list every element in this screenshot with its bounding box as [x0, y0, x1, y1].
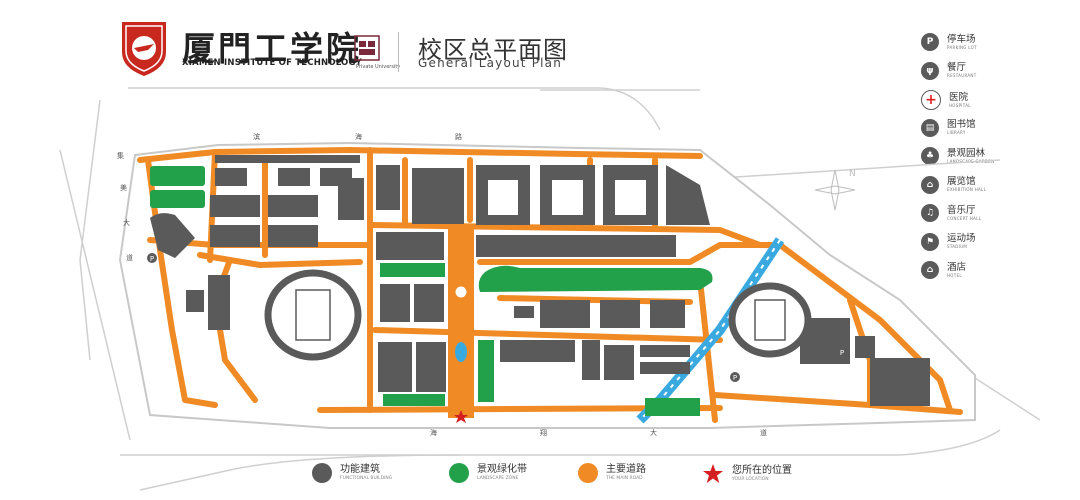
- axis-fountain-2: [455, 342, 467, 362]
- key-label-en: YOUR LOCATION: [732, 477, 769, 482]
- legend-label-cn: 展览馆: [947, 176, 976, 187]
- legend-label-cn: 音乐厅: [947, 204, 976, 216]
- central-axis-road: [448, 228, 474, 418]
- legend-label-cn: 医院: [949, 91, 969, 103]
- svg-text:P: P: [840, 349, 844, 357]
- street-south-2: 翔: [540, 428, 547, 437]
- hospital-icon: +: [921, 90, 941, 110]
- legend-label-cn: 景观园林: [947, 147, 986, 159]
- star-icon: [703, 464, 723, 483]
- legend-label-en: PARKING LOT: [947, 44, 977, 50]
- school-name-en: XIAMEN INSTITUTE OF TECHNOLOGY: [182, 58, 362, 68]
- legend-label-cn: 停车场: [947, 33, 976, 45]
- stadium-icon: ⚑: [921, 232, 939, 251]
- street-south-1: 海: [430, 428, 437, 437]
- legend-label-cn: 酒店: [947, 261, 967, 273]
- legend-label-en: EXHIBITION HALL: [947, 187, 987, 192]
- legend-label-en: HOTEL: [947, 272, 962, 278]
- axis-fountain-1: [454, 285, 468, 299]
- library-icon: ▤: [921, 118, 939, 137]
- stadium-2: [728, 282, 812, 358]
- legend-label-en: LIBRARY: [947, 130, 966, 135]
- hotel-icon: ⌂: [921, 261, 939, 279]
- concert-hall-icon: ♫: [921, 204, 939, 222]
- street-north-2: 海: [355, 132, 362, 141]
- legend-label-en: STADIUM: [947, 244, 968, 249]
- exhibition-hall-icon: ⌂: [921, 175, 939, 194]
- map-title-cn: 校区总平面图: [418, 36, 568, 64]
- title-divider: [398, 32, 399, 72]
- parking-markers: P P P: [147, 253, 847, 382]
- key-label-en: THE MAIN ROAD: [606, 476, 643, 481]
- key-label-cn: 您所在的位置: [732, 465, 792, 476]
- legend-label-en: CONCERT HALL: [947, 215, 982, 221]
- street-west-3: 大: [123, 218, 130, 227]
- legend-label-cn: 图书馆: [947, 119, 976, 130]
- swatch-circle-icon: [578, 463, 598, 483]
- map-title-en: General Layout Plan: [418, 56, 563, 70]
- street-labels: 滨 海 路 海 翔 大 道 集 美 大 道: [117, 132, 767, 437]
- your-location-star: [454, 410, 468, 423]
- street-west-4: 道: [126, 253, 133, 262]
- stadium-1: [264, 269, 362, 361]
- street-west-1: 集: [117, 151, 124, 160]
- street-south-3: 大: [650, 428, 657, 437]
- svg-text:N: N: [849, 169, 856, 179]
- private-university-label: Private University: [356, 64, 401, 70]
- buildings: [150, 155, 930, 406]
- legend-label-en: LANDSCAPE GARDEN: [947, 158, 995, 164]
- school-name-cn: 厦門工学院: [182, 29, 362, 68]
- street-south-4: 道: [760, 428, 767, 437]
- swatch-circle-icon: [312, 463, 332, 483]
- street-west-2: 美: [120, 183, 127, 192]
- street-north-3: 路: [455, 132, 462, 141]
- svg-text:P: P: [150, 255, 154, 263]
- swatch-circle-icon: [449, 463, 469, 483]
- legend-label-cn: 运动场: [947, 233, 976, 244]
- legend-label-en: RESTAURANT: [947, 73, 977, 78]
- key-label-cn: 功能建筑: [340, 464, 380, 475]
- landscape-garden-icon: ♣: [921, 147, 939, 165]
- legend-label-cn: 餐厅: [947, 62, 967, 73]
- key-label-cn: 景观绿化带: [477, 464, 527, 475]
- key-label-en: FUNCTIONAL BUILDING: [340, 476, 393, 481]
- green-zones: [150, 166, 713, 416]
- private-university-seal: [354, 35, 380, 61]
- key-label-en: LANDSCAPE ZONE: [477, 476, 519, 481]
- legend-label-en: HOSPITAL: [949, 102, 971, 108]
- svg-text:P: P: [733, 374, 737, 382]
- compass-icon: N: [814, 169, 856, 211]
- key-label-cn: 主要道路: [606, 464, 646, 475]
- street-north-1: 滨: [253, 132, 260, 141]
- school-emblem: [122, 22, 166, 76]
- parking-icon: P: [921, 33, 939, 51]
- restaurant-icon: ψ: [921, 61, 939, 80]
